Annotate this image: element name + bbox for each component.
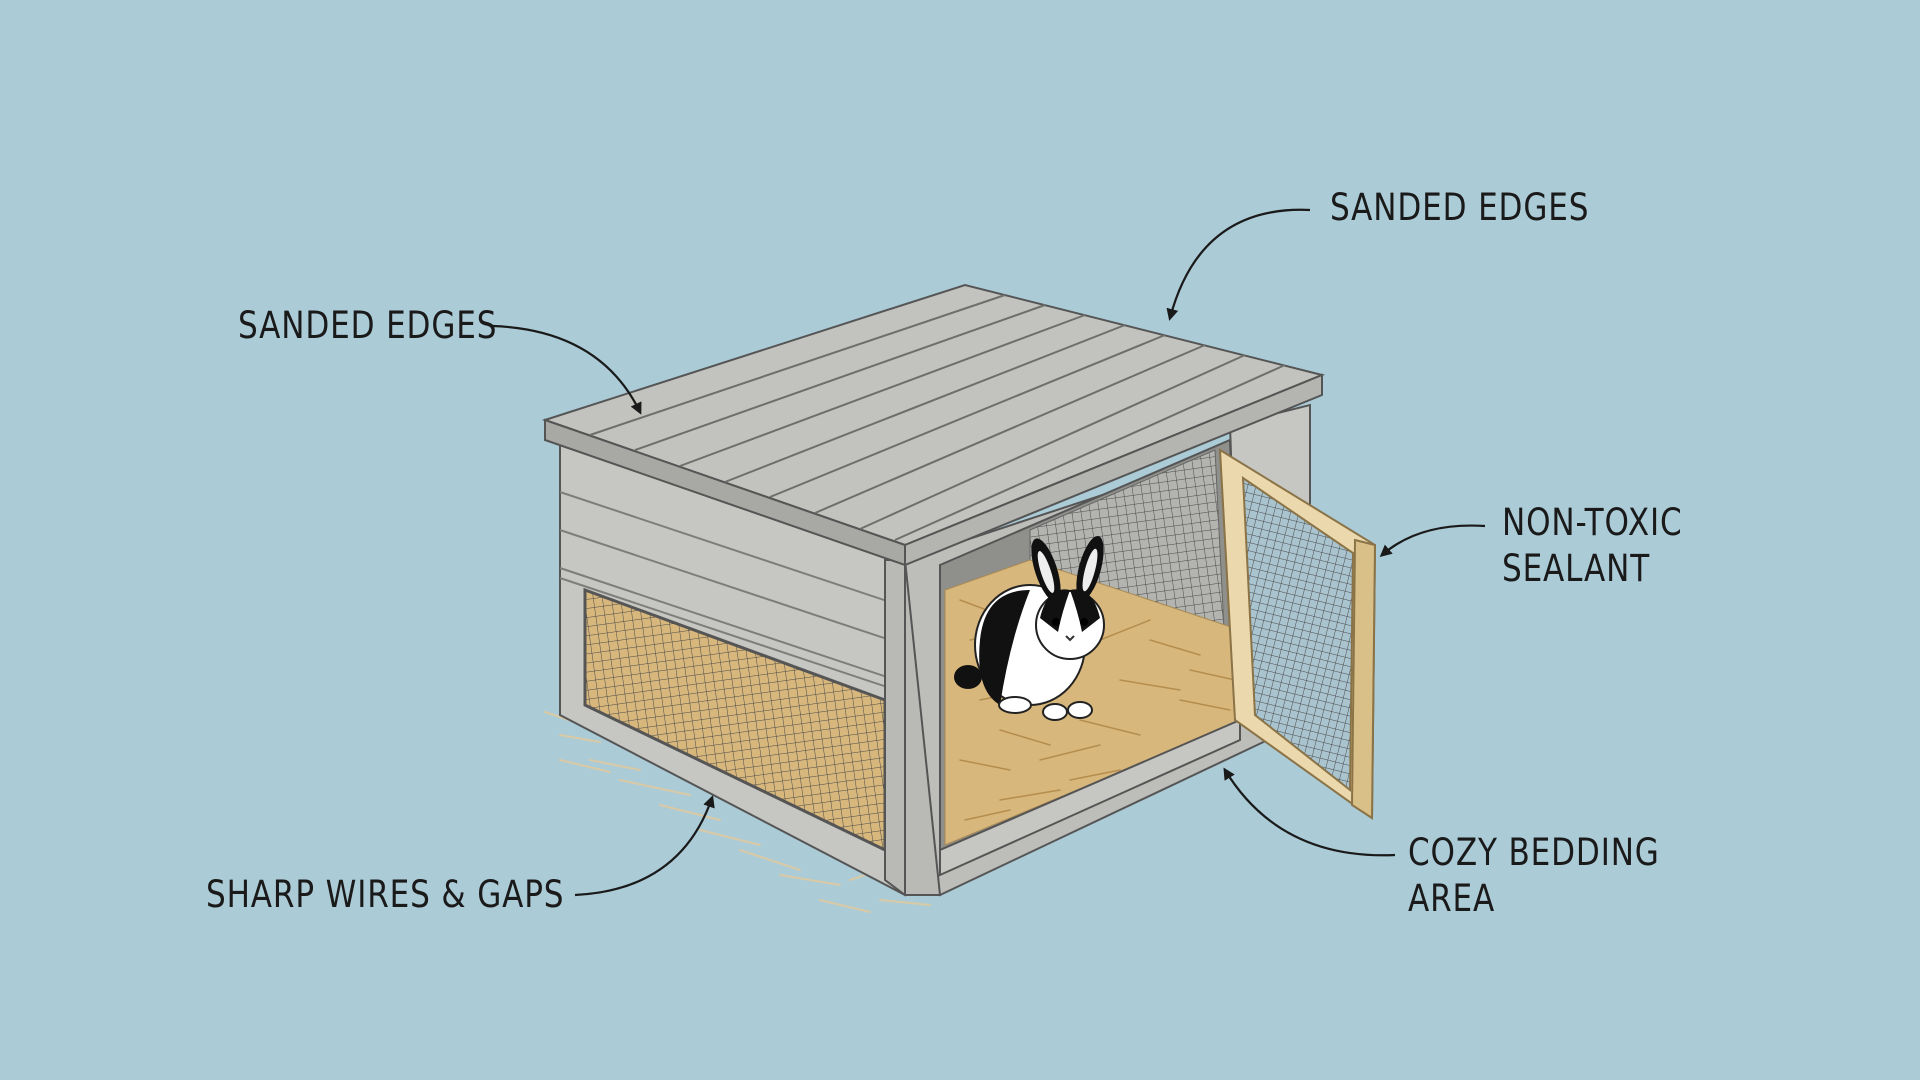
arrow-bedding [1223,767,1396,857]
arrow-sanded-left [492,324,642,415]
hutch-roof [541,283,1326,567]
label-sanded-edges-top: SANDED EDGES [1330,185,1589,231]
label-cozy-bedding-area: COZY BEDDING AREA [1408,830,1660,922]
arrow-wires [574,795,715,897]
label-sharp-wires-gaps: SHARP WIRES & GAPS [206,872,564,918]
callout-arrows [492,208,1486,897]
arrow-sealant [1379,524,1486,557]
label-text: SHARP WIRES & GAPS [206,873,565,916]
label-line: COZY BEDDING [1408,831,1660,874]
label-line: NON-TOXIC [1502,501,1683,544]
label-non-toxic-sealant: NON-TOXIC SEALANT [1502,500,1683,592]
label-sanded-edges-left: SANDED EDGES [238,303,497,349]
rabbit-icon [954,535,1105,721]
label-line: SEALANT [1502,547,1651,590]
label-text: SANDED EDGES [1330,186,1590,229]
label-line: AREA [1408,877,1496,920]
arrow-sanded-top [1166,208,1311,321]
label-text: SANDED EDGES [238,304,498,347]
left-wall-planks [559,491,906,694]
open-door [1218,448,1377,820]
front-bottom-rail [939,718,1241,877]
